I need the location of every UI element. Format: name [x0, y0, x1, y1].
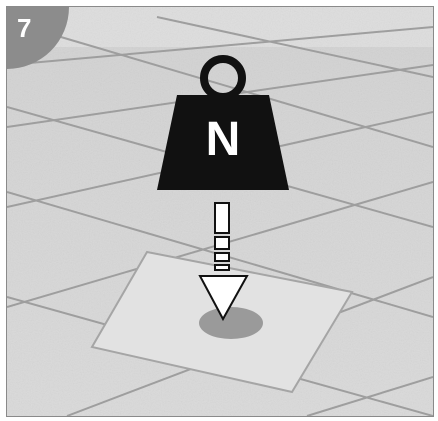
weight-label: N [206, 113, 241, 166]
target-spot-icon [199, 307, 263, 339]
step-number: 7 [17, 13, 31, 44]
illustration-frame: N 7 [6, 6, 434, 417]
floor-scene: N [7, 7, 433, 416]
